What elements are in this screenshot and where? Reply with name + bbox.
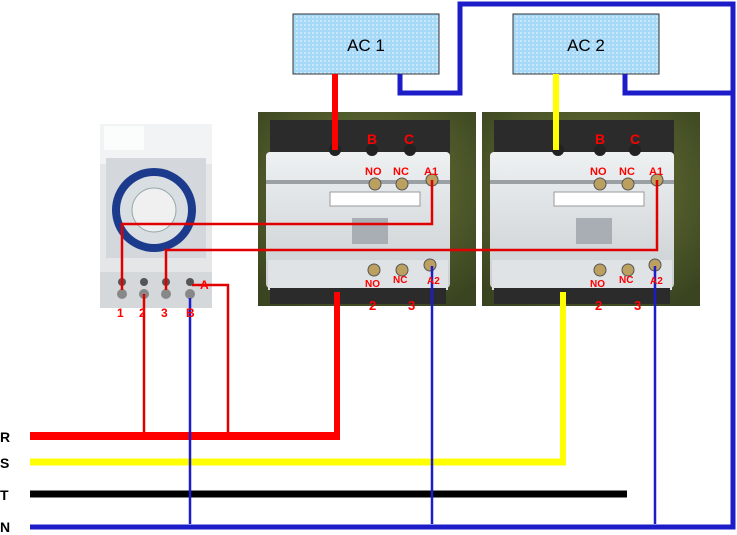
c1-top-no: NO — [365, 166, 382, 178]
c1-top-a1: A1 — [424, 166, 438, 178]
c2-bottom-no: NO — [590, 279, 605, 290]
c2-top-nc: NC — [619, 166, 635, 178]
c1-num-2: 2 — [369, 298, 376, 313]
ac-unit-1: AC 1 — [292, 13, 440, 75]
ac-unit-1-label: AC 1 — [347, 36, 385, 55]
ac-unit-2: AC 2 — [512, 13, 660, 75]
ac-unit-2-label: AC 2 — [567, 36, 605, 55]
c2-num-3: 3 — [634, 298, 641, 313]
c1-bottom-no: NO — [365, 279, 380, 290]
c1-bottom-a2: A2 — [427, 276, 440, 287]
c2-top-no: NO — [590, 166, 607, 178]
timer-labels: 1 2 3 B A — [117, 278, 209, 320]
c2-letter-b: B — [595, 131, 605, 147]
c1-top-nc: NC — [393, 166, 409, 178]
bus-label-t: T — [0, 487, 9, 503]
contactor-1 — [258, 112, 476, 306]
wires — [30, 1, 736, 530]
bus-labels: R S T N — [0, 429, 10, 535]
c1-bottom-nc: NC — [393, 275, 407, 286]
wire-neutral-right — [30, 93, 736, 530]
c1-letter-c: C — [404, 131, 414, 147]
c2-top-a1: A1 — [649, 166, 663, 178]
contactor-1-labels: B C NO NC A1 NO NC A2 2 3 — [365, 131, 440, 313]
bus-label-n: N — [0, 519, 10, 535]
bus-label-r: R — [0, 429, 10, 445]
wire-neutral-top — [397, 1, 736, 96]
control-wires — [120, 180, 659, 524]
timer-term-3: 3 — [161, 306, 168, 320]
c1-num-3: 3 — [408, 298, 415, 313]
bus-label-s: S — [0, 455, 9, 471]
timer-term-1: 1 — [117, 306, 124, 320]
c2-num-2: 2 — [595, 298, 602, 313]
c2-bottom-a2: A2 — [650, 276, 663, 287]
contactor-2 — [482, 112, 700, 306]
c2-bottom-nc: NC — [619, 275, 633, 286]
contactor-2-labels: B C NO NC A1 NO NC A2 2 3 — [590, 131, 663, 313]
c1-letter-b: B — [367, 131, 377, 147]
timer-switch — [100, 124, 212, 308]
timer-term-2: 2 — [139, 306, 146, 320]
c2-letter-c: C — [630, 131, 640, 147]
timer-tag-a: A — [200, 278, 209, 292]
timer-term-b: B — [186, 306, 195, 320]
